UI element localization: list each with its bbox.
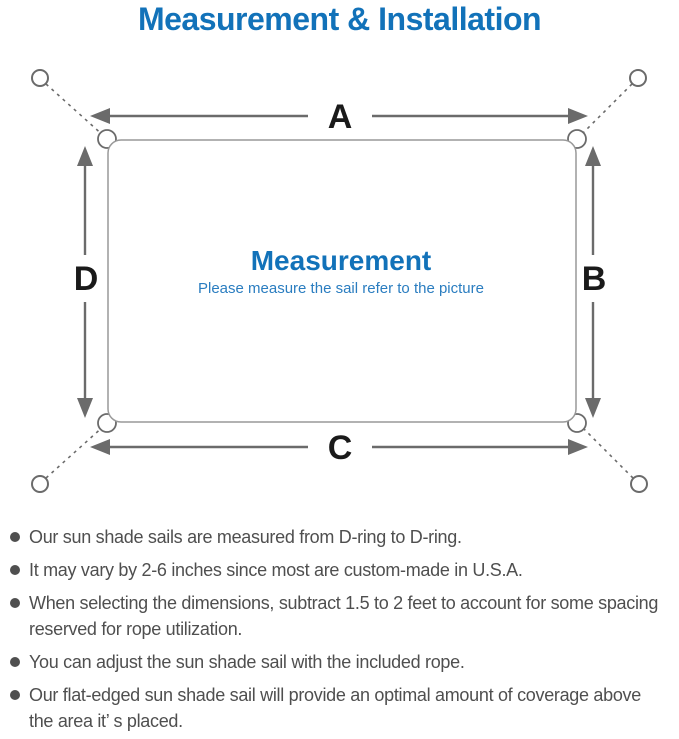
list-item: When selecting the dimensions, subtract … <box>10 590 665 642</box>
list-item: Our sun shade sails are measured from D-… <box>10 524 665 550</box>
rope-bottom-left <box>45 424 106 479</box>
rope-bottom-right <box>579 424 634 479</box>
note-text: You can adjust the sun shade sail with t… <box>29 652 465 672</box>
notes-list: Our sun shade sails are measured from D-… <box>10 524 665 739</box>
arrowhead-d-up <box>77 146 93 166</box>
bullet-icon <box>10 532 20 542</box>
arrowhead-a-right <box>568 108 588 124</box>
anchor-ring-bottom-left <box>31 475 49 493</box>
dimension-label-d: D <box>74 260 99 298</box>
bullet-icon <box>10 565 20 575</box>
arrowhead-d-down <box>77 398 93 418</box>
rope-top-left <box>45 83 106 138</box>
rope-dashed-lines <box>45 83 634 479</box>
arrowhead-c-right <box>568 439 588 455</box>
dimension-arrowheads <box>77 108 601 455</box>
list-item: Our flat-edged sun shade sail will provi… <box>10 682 665 734</box>
arrowhead-b-up <box>585 146 601 166</box>
bullet-icon <box>10 690 20 700</box>
bullet-icon <box>10 657 20 667</box>
bullet-icon <box>10 598 20 608</box>
list-item: You can adjust the sun shade sail with t… <box>10 649 665 675</box>
list-item: It may vary by 2-6 inches since most are… <box>10 557 665 583</box>
anchor-ring-bottom-right <box>630 475 648 493</box>
note-text: When selecting the dimensions, subtract … <box>29 593 659 639</box>
dimension-label-c: C <box>328 429 353 467</box>
anchor-ring-top-left <box>31 69 49 87</box>
anchor-ring-top-right <box>629 69 647 87</box>
diagram-center-subtitle: Please measure the sail refer to the pic… <box>198 280 484 297</box>
dimension-label-b: B <box>582 260 607 298</box>
anchor-rings <box>31 69 648 493</box>
dimension-label-a: A <box>328 98 353 136</box>
dimension-lines <box>83 114 595 449</box>
note-text: It may vary by 2-6 inches since most are… <box>29 560 523 580</box>
arrowhead-b-down <box>585 398 601 418</box>
sail-rectangle <box>107 139 577 423</box>
page-title: Measurement & Installation <box>137 1 542 37</box>
note-text: Our flat-edged sun shade sail will provi… <box>29 685 641 731</box>
note-text: Our sun shade sails are measured from D-… <box>29 527 462 547</box>
diagram-center-title: Measurement <box>251 245 432 276</box>
rope-top-right <box>578 83 633 138</box>
arrowhead-c-left <box>90 439 110 455</box>
arrowhead-a-left <box>90 108 110 124</box>
